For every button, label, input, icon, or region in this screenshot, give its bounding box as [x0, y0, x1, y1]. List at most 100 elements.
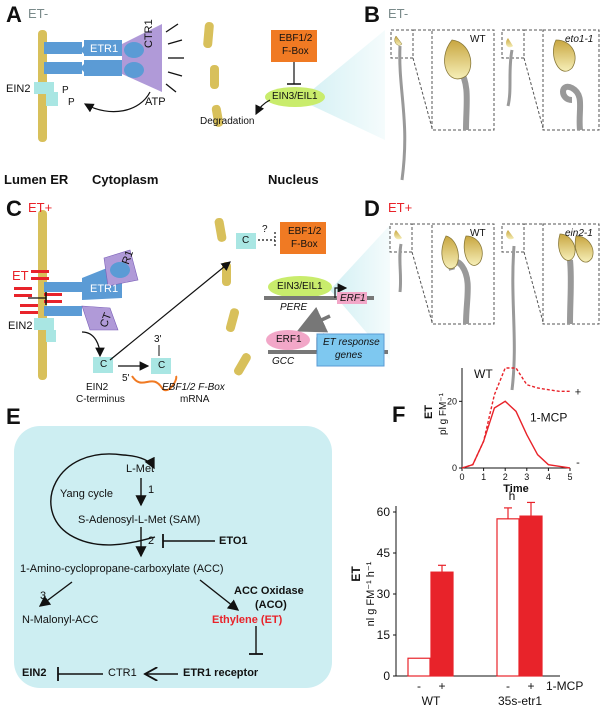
label-ebf-a-2: F-Box [282, 46, 309, 57]
bar-ytick-label: 0 [383, 669, 390, 683]
label-ein2c-1: EIN2 [86, 382, 109, 393]
beam-a [300, 30, 385, 140]
panel-state-a: ET- [28, 6, 49, 21]
mrna-strand [131, 375, 178, 392]
line-series-0 [461, 367, 570, 469]
label-step1: 1 [148, 484, 155, 496]
cotyledon-wt-b [444, 39, 472, 80]
panel-letter-e: E [6, 404, 21, 429]
phosphorylation-arrow [83, 91, 151, 113]
label-erf1-gene: ERF1 [340, 293, 366, 304]
label-lumen-er: Lumen ER [4, 172, 69, 187]
label-step2: 2 [148, 535, 155, 547]
panel-state-d: ET+ [388, 200, 413, 215]
line-series-1 [461, 400, 571, 469]
label-3prime: 3' [154, 334, 162, 345]
bar-ytick-label: 30 [377, 587, 391, 601]
step3-arrow [38, 581, 73, 607]
ein2-a [34, 82, 58, 106]
etr1-receptor-a [44, 40, 122, 76]
panel-letter-d: D [364, 196, 380, 221]
seedling-mutant-d [501, 223, 600, 391]
label-response-1: ET response [323, 337, 380, 348]
line-chart-ylabel-1: ET [423, 405, 435, 419]
label-ebf-c-1: EBF1/2 [288, 226, 322, 237]
cotyledon-mutant-b [553, 39, 576, 72]
line-xtick-label: 2 [503, 472, 508, 482]
bar-category-3: + [527, 679, 534, 693]
label-aco-1: ACC Oxidase [234, 585, 304, 597]
label-nucleus: Nucleus [268, 172, 319, 187]
label-c-3: C [242, 235, 250, 246]
label-etr1-a: ETR1 [90, 43, 119, 55]
bar-0 [407, 657, 431, 677]
ein3-ellipse-c [268, 276, 332, 298]
erf1-translation-arrow [296, 306, 331, 333]
line-series-minus-label: - [576, 457, 580, 469]
line-chart-ylabel-2: pl g FM⁻¹ [438, 392, 449, 435]
bar-treatment-label: 1-MCP [546, 679, 583, 693]
label-gcc: GCC [272, 356, 295, 367]
ein2-cleavage-arrow [81, 331, 105, 358]
panel-letter-f: F [392, 402, 406, 427]
label-et-c: ET [12, 268, 29, 283]
bar-3 [519, 515, 543, 677]
label-ethylene: Ethylene (ET) [212, 614, 283, 626]
label-mrna-1: EBF1/2 F-Box [162, 382, 225, 393]
label-ein2-c: EIN2 [8, 320, 33, 332]
line-xtick-label: 3 [524, 472, 529, 482]
ein3-ellipse-a [265, 87, 325, 107]
bar-2 [496, 518, 520, 677]
ebf-box-a [271, 30, 317, 62]
label-yang-cycle: Yang cycle [60, 488, 113, 500]
label-sam: S-Adenosyl-L-Met (SAM) [78, 514, 201, 526]
label-ebf-c-2: F-Box [291, 239, 318, 250]
label-c-1: C [100, 359, 108, 370]
line-series-1mcp-label: 1-MCP [530, 410, 567, 424]
seedling-wt-d [389, 223, 495, 325]
label-etr1-c: ETR1 [90, 283, 119, 295]
label-etr1-receptor: ETR1 receptor [183, 667, 259, 679]
degradation-arrow [255, 99, 271, 116]
et-response-box [316, 333, 385, 367]
label-p1: P [62, 85, 69, 96]
bar-category-2: - [506, 679, 510, 693]
label-atp: ATP [145, 96, 166, 108]
nuclear-envelope-c [214, 217, 251, 376]
bar-category-1: + [438, 679, 445, 693]
line-chart-wt-label: WT [474, 367, 493, 381]
ctr1-kinase-a [122, 23, 184, 93]
label-wt-b: WT [470, 34, 486, 45]
yang-cycle-arc [50, 453, 156, 546]
bar-extra-label: h [509, 489, 516, 503]
label-eto1: eto1-1 [565, 34, 594, 45]
label-p2: P [68, 97, 75, 108]
label-ein2-a: EIN2 [6, 83, 31, 95]
label-ebf-a-1: EBF1/2 [279, 33, 313, 44]
label-erf1: ERF1 [276, 334, 302, 345]
label-degradation: Degradation [200, 116, 255, 127]
er-membrane-c [38, 210, 47, 380]
label-step3: 3 [40, 590, 47, 602]
label-aco-2: (ACO) [255, 599, 287, 611]
pathway-background [14, 426, 332, 688]
label-ein3-c: EIN3/EIL1 [277, 281, 323, 292]
line-xtick-label: 0 [459, 472, 464, 482]
bar-group-35s: 35s-etr1 [498, 694, 542, 708]
ein2-c [34, 318, 56, 342]
ebf-box-c [280, 222, 326, 254]
bar-ytick-label: 45 [377, 546, 391, 560]
label-malonyl: N-Malonyl-ACC [22, 614, 99, 626]
panel-letter-a: A [6, 2, 22, 27]
panel-state-c: ET+ [28, 200, 53, 215]
bar-category-0: - [417, 679, 421, 693]
panel-letter-b: B [364, 2, 380, 27]
label-wt-d: WT [470, 228, 486, 239]
erf1-ellipse [266, 330, 310, 350]
line-ytick-label: 20 [447, 396, 457, 406]
seedling-mutant-b [501, 29, 600, 131]
bar-chart-ylabel-2: nl g FM⁻¹ h⁻¹ [365, 561, 377, 626]
